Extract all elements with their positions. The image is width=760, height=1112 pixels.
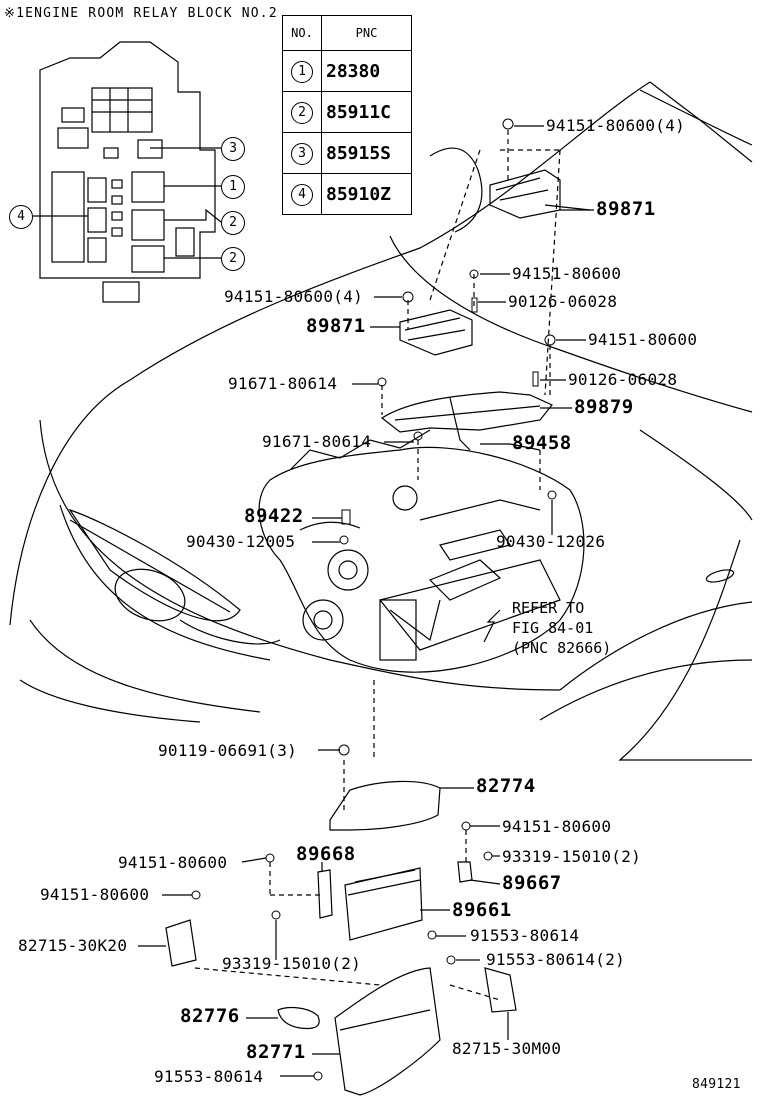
- part-label: 90119-06691(3): [158, 741, 298, 760]
- legend-row: 3 85915S: [282, 132, 412, 174]
- bracket-89879: [380, 391, 553, 451]
- part-label: 89661: [452, 899, 512, 921]
- engine-drawing: [258, 429, 585, 673]
- part-label: 94151-80600: [512, 264, 622, 283]
- part-label: 94151-80600: [502, 817, 612, 836]
- legend-row: 1 28380: [282, 50, 412, 92]
- bracket-89871-lower: [399, 309, 473, 356]
- part-label: 94151-80600: [118, 853, 228, 872]
- part-label: 82776: [180, 1005, 240, 1027]
- part-label: 89871: [306, 315, 366, 337]
- part-label: 90430-12005: [186, 532, 296, 551]
- part-label: 89458: [512, 432, 572, 454]
- bracket-82715-30k20: [165, 919, 197, 967]
- legend-pnc: 28380: [321, 50, 412, 92]
- part-label: 90430-12026: [496, 532, 606, 551]
- relay-callout-2: 2: [221, 211, 245, 235]
- legend-header-no: NO.: [282, 15, 322, 51]
- part-label: 82715-30M00: [452, 1039, 562, 1058]
- relay-block-drawing: [33, 41, 222, 303]
- bracket-89667: [457, 861, 473, 883]
- part-label: 89422: [244, 505, 304, 527]
- part-label: 82771: [246, 1041, 306, 1063]
- part-label: 94151-80600(4): [546, 116, 686, 135]
- part-label: 90126-06028: [508, 292, 618, 311]
- legend-pnc: 85915S: [321, 132, 412, 174]
- bracket-89668: [317, 869, 333, 919]
- refer-line-3: (PNC 82666): [512, 639, 612, 657]
- part-label: 91671-80614: [262, 432, 372, 451]
- legend-pnc: 85910Z: [321, 173, 412, 215]
- guide-lines: [194, 130, 561, 1001]
- part-label: 94151-80600: [588, 330, 698, 349]
- diagram-title: ※1ENGINE ROOM RELAY BLOCK NO.2: [4, 6, 278, 21]
- part-label: 89668: [296, 843, 356, 865]
- refer-line-2: FIG 84-01: [512, 619, 594, 637]
- legend-header-pnc: PNC: [321, 15, 412, 51]
- part-label: 89879: [574, 396, 634, 418]
- relay-callout-3: 3: [221, 137, 245, 161]
- relay-callout-2: 2: [221, 247, 245, 271]
- part-label: 91671-80614: [228, 374, 338, 393]
- car-body-drawing: [9, 81, 753, 761]
- part-label: 89871: [596, 198, 656, 220]
- leader-lines: [138, 125, 594, 1077]
- legend-no: 3: [291, 142, 313, 165]
- legend-header: NO. PNC: [282, 15, 412, 51]
- legend-row: 4 85910Z: [282, 173, 412, 215]
- cover-82774: [329, 780, 441, 831]
- part-label: 94151-80600: [40, 885, 150, 904]
- bracket-82715-30m00: [484, 967, 517, 1013]
- bracket-89871-upper: [489, 169, 591, 219]
- part-label: 89667: [502, 872, 562, 894]
- part-label: 91553-80614: [154, 1067, 264, 1086]
- refer-line-1: REFER TO: [512, 599, 585, 617]
- part-label: 94151-80600(4): [224, 287, 364, 306]
- part-label: 82774: [476, 775, 536, 797]
- part-label: 93319-15010(2): [222, 954, 362, 973]
- legend-no: 1: [291, 60, 313, 83]
- relay-callout-4: 4: [9, 205, 33, 229]
- figure-number: 849121: [692, 1077, 741, 1092]
- part-label: 91553-80614: [470, 926, 580, 945]
- refer-note: REFER TO FIG 84-01 (PNC 82666): [512, 598, 611, 658]
- legend-pnc: 85911C: [321, 91, 412, 133]
- relay-callout-1: 1: [221, 175, 245, 199]
- part-label: 82715-30K20: [18, 936, 128, 955]
- grommet-82776: [277, 1006, 320, 1030]
- part-label: 93319-15010(2): [502, 847, 642, 866]
- legend-row: 2 85911C: [282, 91, 412, 133]
- legend-no: 2: [291, 101, 313, 124]
- part-label: 90126-06028: [568, 370, 678, 389]
- ecu-89661: [344, 867, 423, 941]
- legend-table: NO. PNC 1 28380 2 85911C 3 85915S 4 8591…: [282, 15, 412, 215]
- case-82771: [334, 967, 441, 1096]
- legend-no: 4: [291, 183, 313, 206]
- refer-arrow: [483, 609, 501, 643]
- part-label: 91553-80614(2): [486, 950, 626, 969]
